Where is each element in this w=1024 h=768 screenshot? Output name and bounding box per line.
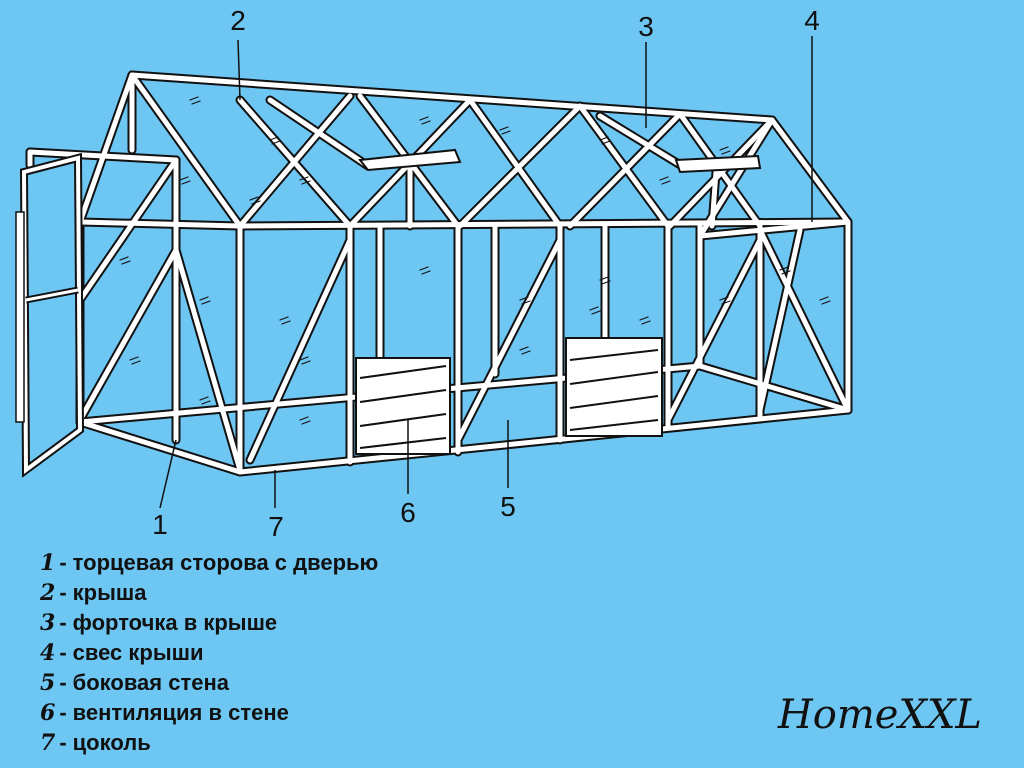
glass-hatch <box>639 316 651 325</box>
glass-hatch <box>269 136 281 145</box>
glass-hatch <box>519 296 531 305</box>
glass-hatch <box>129 356 141 365</box>
frame-beam <box>237 93 353 229</box>
frame-beam <box>247 237 353 463</box>
legend-item: 1-торцевая сторова с дверью <box>40 548 378 578</box>
frame-beam <box>597 113 685 169</box>
glass-hatch <box>599 136 611 145</box>
legend-item: 4-свес крыши <box>40 638 378 668</box>
legend-separator: - <box>59 550 67 575</box>
legend-text: торцевая сторова с дверью <box>72 550 379 575</box>
roof-vent-right <box>674 154 762 174</box>
legend-number: 4 <box>40 640 56 666</box>
glass-hatch <box>589 306 601 315</box>
frame-beam <box>173 247 243 473</box>
frame-beam <box>769 117 851 225</box>
frame-beam <box>237 219 851 229</box>
frame-beam <box>577 103 671 229</box>
glass-hatch <box>819 296 831 305</box>
wall-vent-right <box>565 337 663 437</box>
wall-vent-left <box>355 357 451 455</box>
glass-hatch <box>299 416 311 425</box>
door <box>15 152 85 478</box>
frame-beam <box>667 117 775 229</box>
frame-beam <box>267 97 371 169</box>
frame-beam <box>457 103 583 229</box>
frame-beam <box>27 149 179 163</box>
legend-item: 7-цоколь <box>40 728 378 758</box>
roof-vent-left <box>358 148 462 172</box>
legend-separator: - <box>59 580 67 605</box>
legend-text: свес крыши <box>72 640 204 665</box>
glass-hatch <box>419 266 431 275</box>
frame-beam <box>567 111 683 229</box>
legend-item: 3-форточка в крыше <box>40 608 378 638</box>
legend-number: 3 <box>40 610 56 636</box>
legend-text: цоколь <box>72 730 151 755</box>
legend-text: вентиляция в стене <box>72 700 289 725</box>
legend-number: 7 <box>40 730 56 756</box>
frame-beam <box>697 363 851 413</box>
glass-hatch <box>519 346 531 355</box>
frame-beam <box>77 247 179 423</box>
glass-hatch <box>299 176 311 185</box>
legend-separator: - <box>59 670 67 695</box>
glass-hatch <box>419 116 431 125</box>
glass-hatch <box>659 176 671 185</box>
frame-beam <box>757 227 803 413</box>
frame-beam <box>237 407 851 475</box>
callout-5: 5 <box>500 491 516 522</box>
frame-beam <box>77 72 135 225</box>
legend-text: крыша <box>72 580 147 605</box>
frame-beam <box>77 157 179 303</box>
legend-number: 5 <box>40 670 56 696</box>
legend-separator: - <box>59 610 67 635</box>
frame-beam <box>129 72 243 229</box>
glass-hatch <box>119 256 131 265</box>
glass-hatch <box>249 196 261 205</box>
legend: 1-торцевая сторова с дверью 2-крыша 3-фо… <box>40 548 378 758</box>
callout-6: 6 <box>400 497 416 528</box>
callout-7: 7 <box>268 511 284 542</box>
glass-hatch <box>299 356 311 365</box>
callout-2: 2 <box>230 5 246 36</box>
legend-item: 6-вентиляция в стене <box>40 698 378 728</box>
legend-separator: - <box>59 640 67 665</box>
legend-item: 5-боковая стена <box>40 668 378 698</box>
glass-hatch <box>189 96 201 105</box>
legend-text: боковая стена <box>72 670 230 695</box>
frame-beam <box>77 219 243 229</box>
legend-text: форточка в крыше <box>72 610 278 635</box>
legend-separator: - <box>59 700 67 725</box>
frame-beam <box>665 237 763 423</box>
callout-1: 1 <box>152 509 168 540</box>
glass-hatch <box>719 146 731 155</box>
frame-beam <box>709 169 719 229</box>
frame-beam <box>455 237 563 443</box>
frame-beam <box>697 219 851 239</box>
leader-lines <box>159 36 813 509</box>
legend-number: 2 <box>40 580 56 606</box>
legend-separator: - <box>59 730 67 755</box>
glass-hatch <box>599 276 611 285</box>
callout-3: 3 <box>638 11 654 42</box>
frame-beam <box>77 419 243 475</box>
glass-hatch <box>199 296 211 305</box>
callout-4: 4 <box>804 5 820 36</box>
frame-beam <box>757 227 851 413</box>
legend-number: 6 <box>40 700 56 726</box>
glass-hatch <box>199 396 211 405</box>
glass-hatch <box>719 296 731 305</box>
glass-hatch <box>279 316 291 325</box>
glass-hatch <box>779 266 791 275</box>
greenhouse-frame <box>25 70 853 477</box>
frame-beam <box>467 97 563 229</box>
glass-hatch <box>179 176 191 185</box>
glass-hatch <box>499 126 511 135</box>
legend-item: 2-крыша <box>40 578 378 608</box>
watermark-logo: HomeXXL <box>777 692 982 738</box>
legend-number: 1 <box>40 550 56 576</box>
